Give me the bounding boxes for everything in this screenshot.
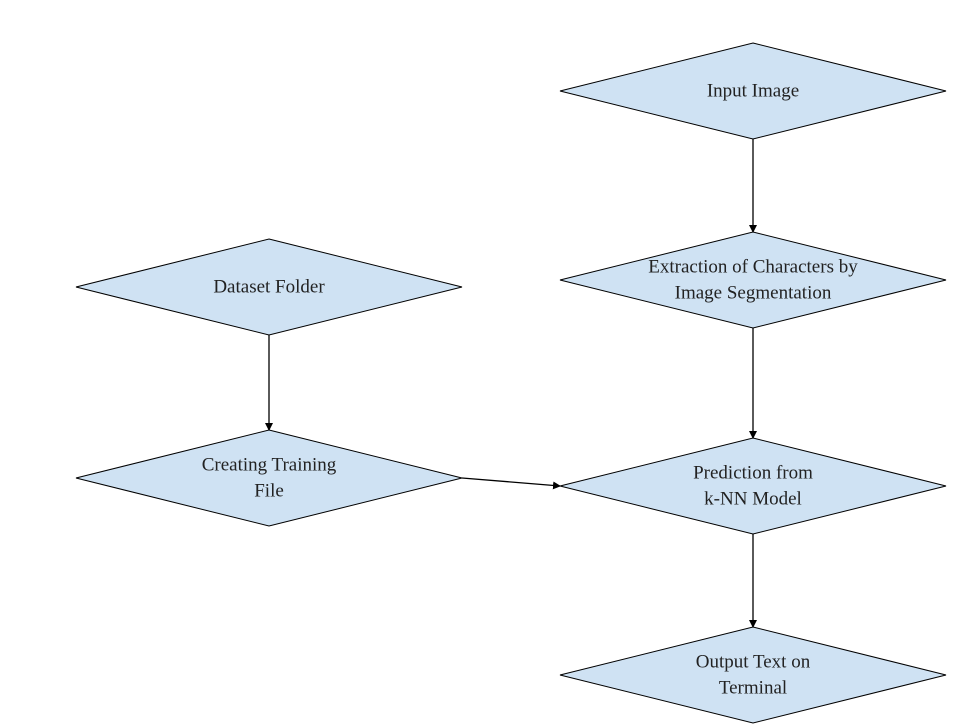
node-label: Creating Training [202, 455, 337, 476]
node-label: Input Image [707, 81, 799, 102]
node-input-image: Input Image [559, 42, 947, 140]
node-label: Image Segmentation [675, 283, 832, 304]
node-extraction: Extraction of Characters by Image Segment… [559, 231, 947, 329]
decision-diamond-shape [559, 626, 947, 724]
node-output-text: Output Text on Terminal [559, 626, 947, 724]
node-label: Prediction from [693, 463, 813, 484]
decision-diamond-shape [559, 437, 947, 535]
node-prediction: Prediction from k-NN Model [559, 437, 947, 535]
decision-diamond-shape [559, 231, 947, 329]
node-label: k-NN Model [704, 489, 802, 510]
node-label: Dataset Folder [213, 277, 325, 298]
edges-layer [265, 139, 757, 628]
arrow-creating-training-to-prediction [461, 477, 561, 490]
node-label: Terminal [719, 678, 787, 699]
decision-diamond-shape [75, 429, 463, 527]
decision-diamond-shape [559, 42, 947, 140]
node-dataset-folder: Dataset Folder [75, 238, 463, 336]
node-label: Extraction of Characters by [648, 257, 858, 278]
decision-diamond-shape [75, 238, 463, 336]
node-label: Output Text on [696, 652, 811, 673]
node-label: File [254, 481, 284, 502]
